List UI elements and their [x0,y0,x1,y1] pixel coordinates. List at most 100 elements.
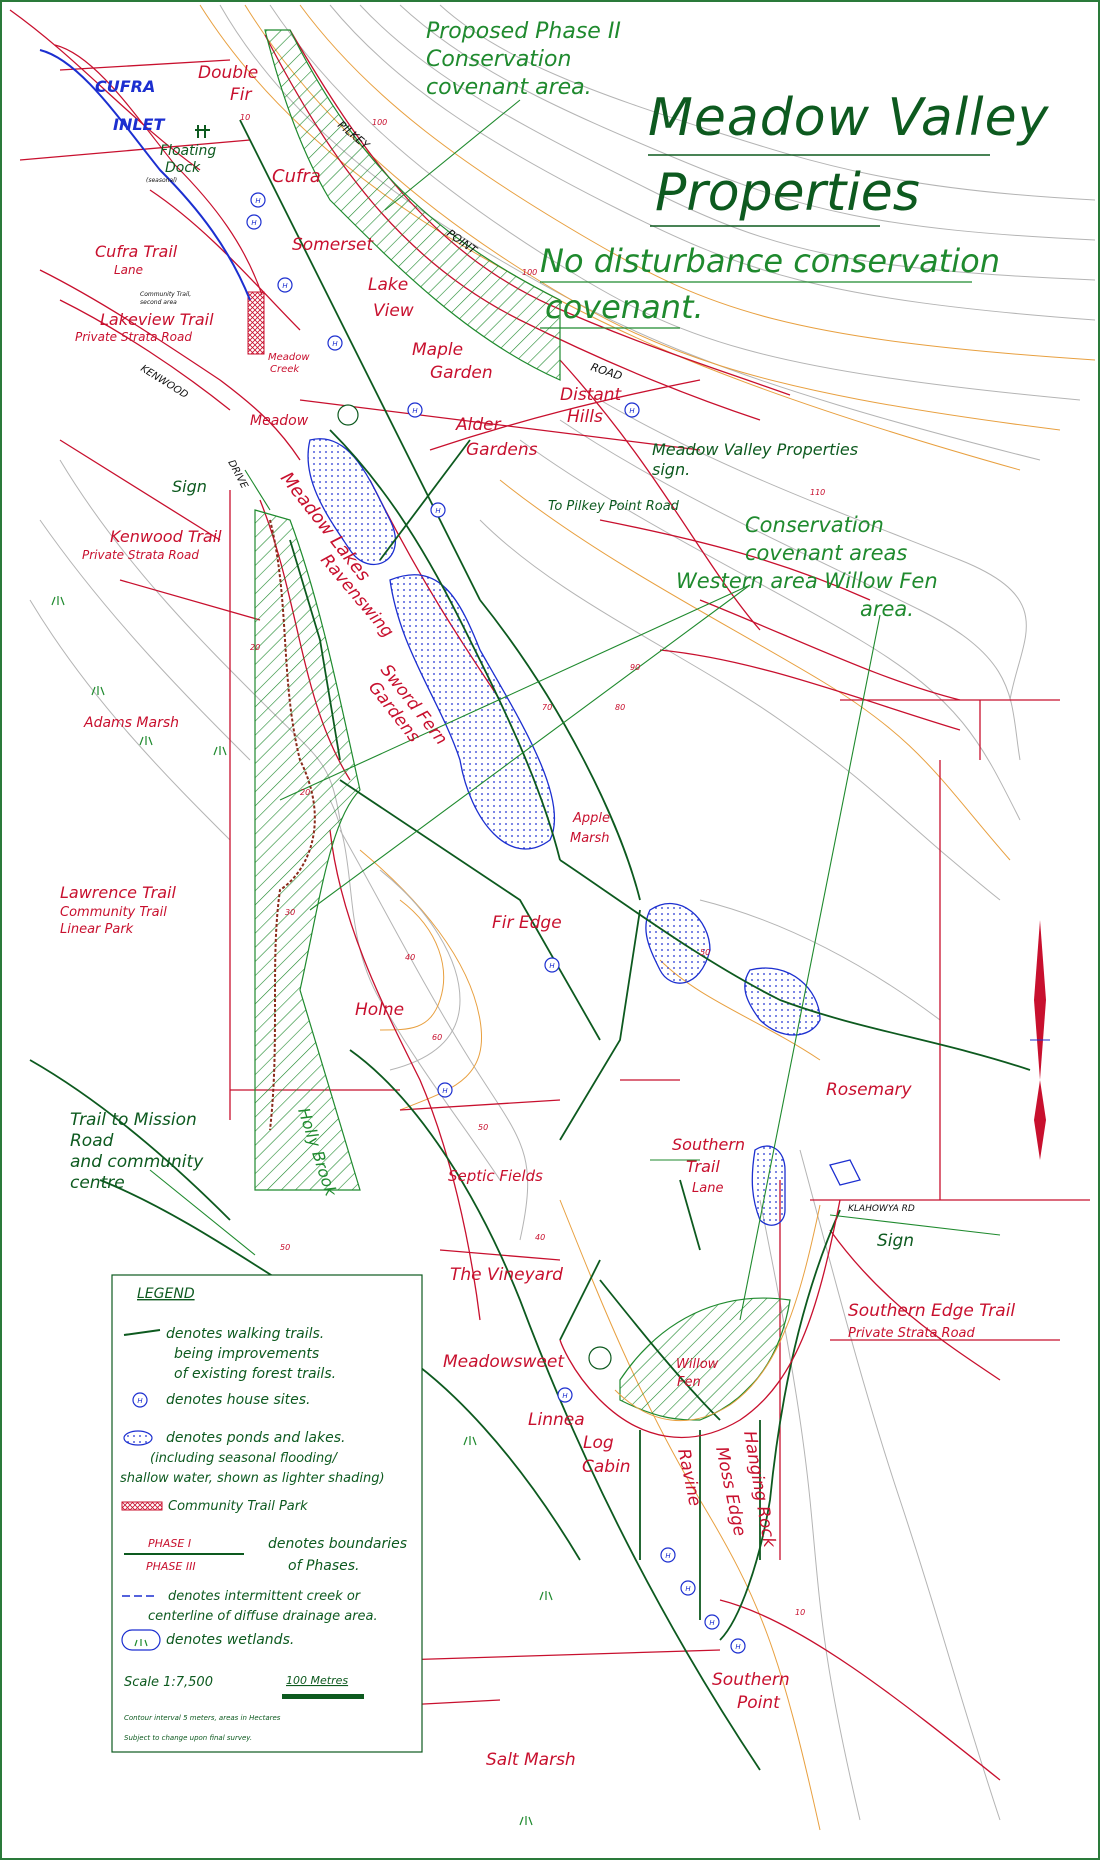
kenwood-trail-label: Kenwood Trail Private Strata Road [82,527,227,562]
legend-scale-bar-label: 100 Metres [286,1674,348,1687]
legend-park-swatch [121,1501,163,1511]
house-site-letter: H [442,1087,448,1095]
willow-fen-label: Willow Fen [676,1357,722,1390]
lake-view-label: Lake View [368,275,414,321]
house-site-letter: H [562,1392,568,1400]
pond-klahowya [829,1159,861,1186]
meadow-creek-label: Meadow Creek [268,352,313,375]
floating-dock-label: Floating Dock [160,143,221,176]
proposed-phase-label: Proposed Phase II Conservation covenant … [426,19,628,100]
house-sites: H H H H H H H H H H H H H H [246,192,746,1654]
house-site-letter: H [709,1619,715,1627]
contour-label: 80 [615,703,625,712]
house-site-marker: H [544,957,560,973]
contour-label: 90 [630,663,640,672]
contour-lines [29,4,1096,1831]
linnea-label: Linnea [528,1410,585,1430]
adams-marsh-label: Adams Marsh [83,715,179,731]
rosemary-label: Rosemary [826,1080,912,1100]
distant-hills-label: Distant Hills [560,385,627,427]
cufra-trail-label: Cufra Trail Lane [95,242,182,277]
holne-label: Holne [355,1000,404,1020]
cufra-label: Cufra [272,166,321,187]
double-fir-label: Double Fir [198,63,264,105]
house-site-marker: H [250,192,266,208]
log-cabin-label: Log Cabin [582,1433,631,1477]
house-site-marker: H [730,1638,746,1654]
mvp-sign-label: Meadow Valley Properties sign. [652,440,863,479]
title-line1: Meadow Valley [648,88,1050,148]
lawrence-trail-label: Lawrence Trail Community Trail Linear Pa… [60,883,181,937]
house-site-marker: H [557,1387,573,1403]
legend-scale: Scale 1:7,500 [124,1675,213,1690]
sign-south-label: Sign [877,1231,914,1251]
drive-road-label: DRIVE [225,458,249,491]
house-site-letter: H [549,962,555,970]
legend-creek: denotes intermittent creek or centerline… [148,1589,378,1624]
contour-label: 30 [285,908,295,917]
willow-fen-conservation-area [619,1297,791,1421]
contour-label: 10 [795,1608,805,1617]
contour-label: 100 [522,268,537,277]
house-site-letter: H [282,282,288,290]
pointer-lines [149,99,1001,1321]
house-site-marker: H [327,335,343,351]
legend-phases: denotes boundaries of Phases. [268,1536,411,1574]
legend-community-trail-park: Community Trail Park [168,1499,308,1514]
house-site-letter: H [251,219,257,227]
legend-title: LEGEND [137,1286,195,1302]
road-road-label: ROAD [589,360,624,382]
apple-marsh-label: Apple Marsh [570,811,614,846]
covenant-line1: No disturbance conservation [540,242,1000,280]
house-site-marker: H [624,402,640,418]
community-trail-park [247,291,265,355]
contour-label: 100 [372,118,387,127]
legend-house-sites: denotes house sites. [166,1392,310,1408]
house-site-letter: H [629,407,635,415]
legend-ponds: denotes ponds and lakes. (including seas… [120,1430,385,1486]
alder-gardens-label: Alder Gardens [455,415,538,460]
legend-house-icon [132,1392,148,1408]
cufra-inlet-label: CUFRA INLET [95,77,165,134]
contour-label: 20 [250,643,260,652]
somerset-label: Somerset [292,235,375,255]
legend-scale-bar [282,1694,364,1699]
contour-label: 50 [700,948,710,957]
to-pilkey-label: To Pilkey Point Road [548,499,680,514]
southern-trail-label: Southern Trail Lane [672,1135,750,1196]
floating-dock-symbol [195,125,210,138]
cufra-inlet-shore [39,44,263,301]
house-site-marker: H [704,1614,720,1630]
house-site-letter: H [665,1552,671,1560]
house-site-marker: H [246,214,262,230]
title-line2: Properties [655,163,920,223]
maple-garden-label: Maple Garden [412,340,493,383]
house-site-marker: H [407,402,423,418]
house-site-letter: H [137,1397,143,1405]
north-marker [1030,920,1050,1160]
contour-label: 40 [535,1233,545,1242]
fir-edge-label: Fir Edge [492,913,562,933]
map-legend: LEGEND denotes walking trails. being imp… [111,1274,423,1753]
contour-label: 10 [240,113,250,122]
covenant-line2: covenant. [545,288,704,326]
trail-to-mission-label: Trail to Mission Road and community cent… [70,1110,209,1193]
southern-point-label: Southern Point [712,1670,795,1713]
legend-contour-note: Contour interval 5 meters, areas in Hect… [124,1714,281,1722]
meadow-lake-north [307,438,397,566]
legend-pond-icon [123,1430,153,1446]
house-site-letter: H [685,1585,691,1593]
house-site-letter: H [332,340,338,348]
house-site-marker: H [430,502,446,518]
house-site-marker: H [680,1580,696,1596]
legend-trail-swatch [123,1329,161,1336]
legend-survey-note: Subject to change upon final survey. [124,1734,252,1742]
contour-label: 110 [810,488,825,497]
meadowsweet-label: Meadowsweet [443,1352,565,1372]
conservation-areas-label: Conservation covenant areas Western area… [676,513,944,621]
house-site-letter: H [735,1643,741,1651]
house-site-marker: H [660,1547,676,1563]
the-vineyard-label: The Vineyard [450,1265,563,1285]
western-conservation-area [254,509,361,1191]
